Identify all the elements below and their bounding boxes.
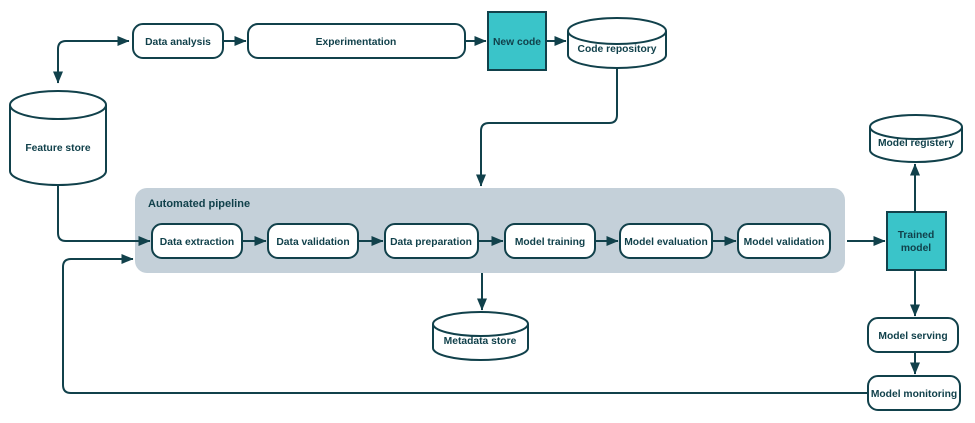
metadata-store-label: Metadata store <box>444 336 517 347</box>
model-registry-node: Model registery <box>869 114 963 163</box>
code-repository-cylinder-rim <box>567 30 667 45</box>
feature-store-node: Feature store <box>9 90 107 186</box>
experimentation-node: Experimentation <box>247 23 466 59</box>
code-repository-label: Code repository <box>578 44 657 55</box>
model-training-label: Model training <box>515 237 585 248</box>
feature-store-cylinder <box>9 90 107 186</box>
pipeline-step-model-evaluation: Model evaluation <box>619 223 713 259</box>
trained-model-node: Trained model <box>886 211 947 271</box>
data-validation-box <box>267 223 359 259</box>
pipeline-step-data-preparation: Data preparation <box>384 223 479 259</box>
experimentation-box <box>247 23 466 59</box>
model-training-box <box>504 223 596 259</box>
metadata-store-node: Metadata store <box>432 311 529 361</box>
edge-model-monitoring-to-pipeline-loop <box>62 254 868 394</box>
feature-store-label: Feature store <box>25 143 91 154</box>
data-preparation-box <box>384 223 479 259</box>
model-monitoring-label: Model monitoring <box>871 389 957 400</box>
data-analysis-box <box>132 23 224 59</box>
new-code-label: New code <box>493 37 541 48</box>
feature-store-cylinder-rim <box>9 104 107 120</box>
data-preparation-label: Data preparation <box>390 237 472 248</box>
data-extraction-label: Data extraction <box>160 237 234 248</box>
model-monitoring-node: Model monitoring <box>867 375 961 411</box>
model-registry-label: Model registery <box>878 138 954 149</box>
model-validation-label: Model validation <box>744 237 825 248</box>
trained-model-label-line2: model <box>901 243 931 254</box>
edge-code-repository-to-pipeline <box>476 68 618 187</box>
model-evaluation-box <box>619 223 713 259</box>
metadata-store-cylinder-rim <box>432 323 529 337</box>
code-repository-node: Code repository <box>567 17 667 69</box>
model-serving-box <box>867 317 959 353</box>
data-analysis-node: Data analysis <box>132 23 224 59</box>
edge-feature-store-to-data-extraction <box>57 185 151 246</box>
new-code-node: New code <box>487 11 547 71</box>
automated-pipeline-label: Automated pipeline <box>148 198 250 210</box>
trained-model-label-line1: Trained <box>898 230 935 241</box>
data-validation-label: Data validation <box>276 237 349 248</box>
pipeline-step-data-extraction: Data extraction <box>151 223 243 259</box>
model-validation-box <box>737 223 831 259</box>
pipeline-step-model-validation: Model validation <box>737 223 831 259</box>
pipeline-step-data-validation: Data validation <box>267 223 359 259</box>
data-analysis-label: Data analysis <box>145 37 211 48</box>
model-registry-cylinder-rim <box>869 126 963 140</box>
edge-split-to-data-analysis-and-feature-store <box>53 36 130 84</box>
new-code-box <box>487 11 547 71</box>
edges <box>53 36 920 394</box>
trained-model-box <box>886 211 947 271</box>
model-serving-label: Model serving <box>878 331 947 342</box>
pipeline-step-model-training: Model training <box>504 223 596 259</box>
model-evaluation-label: Model evaluation <box>624 237 708 248</box>
model-serving-node: Model serving <box>867 317 959 353</box>
model-monitoring-box <box>867 375 961 411</box>
data-extraction-box <box>151 223 243 259</box>
experimentation-label: Experimentation <box>316 37 397 48</box>
